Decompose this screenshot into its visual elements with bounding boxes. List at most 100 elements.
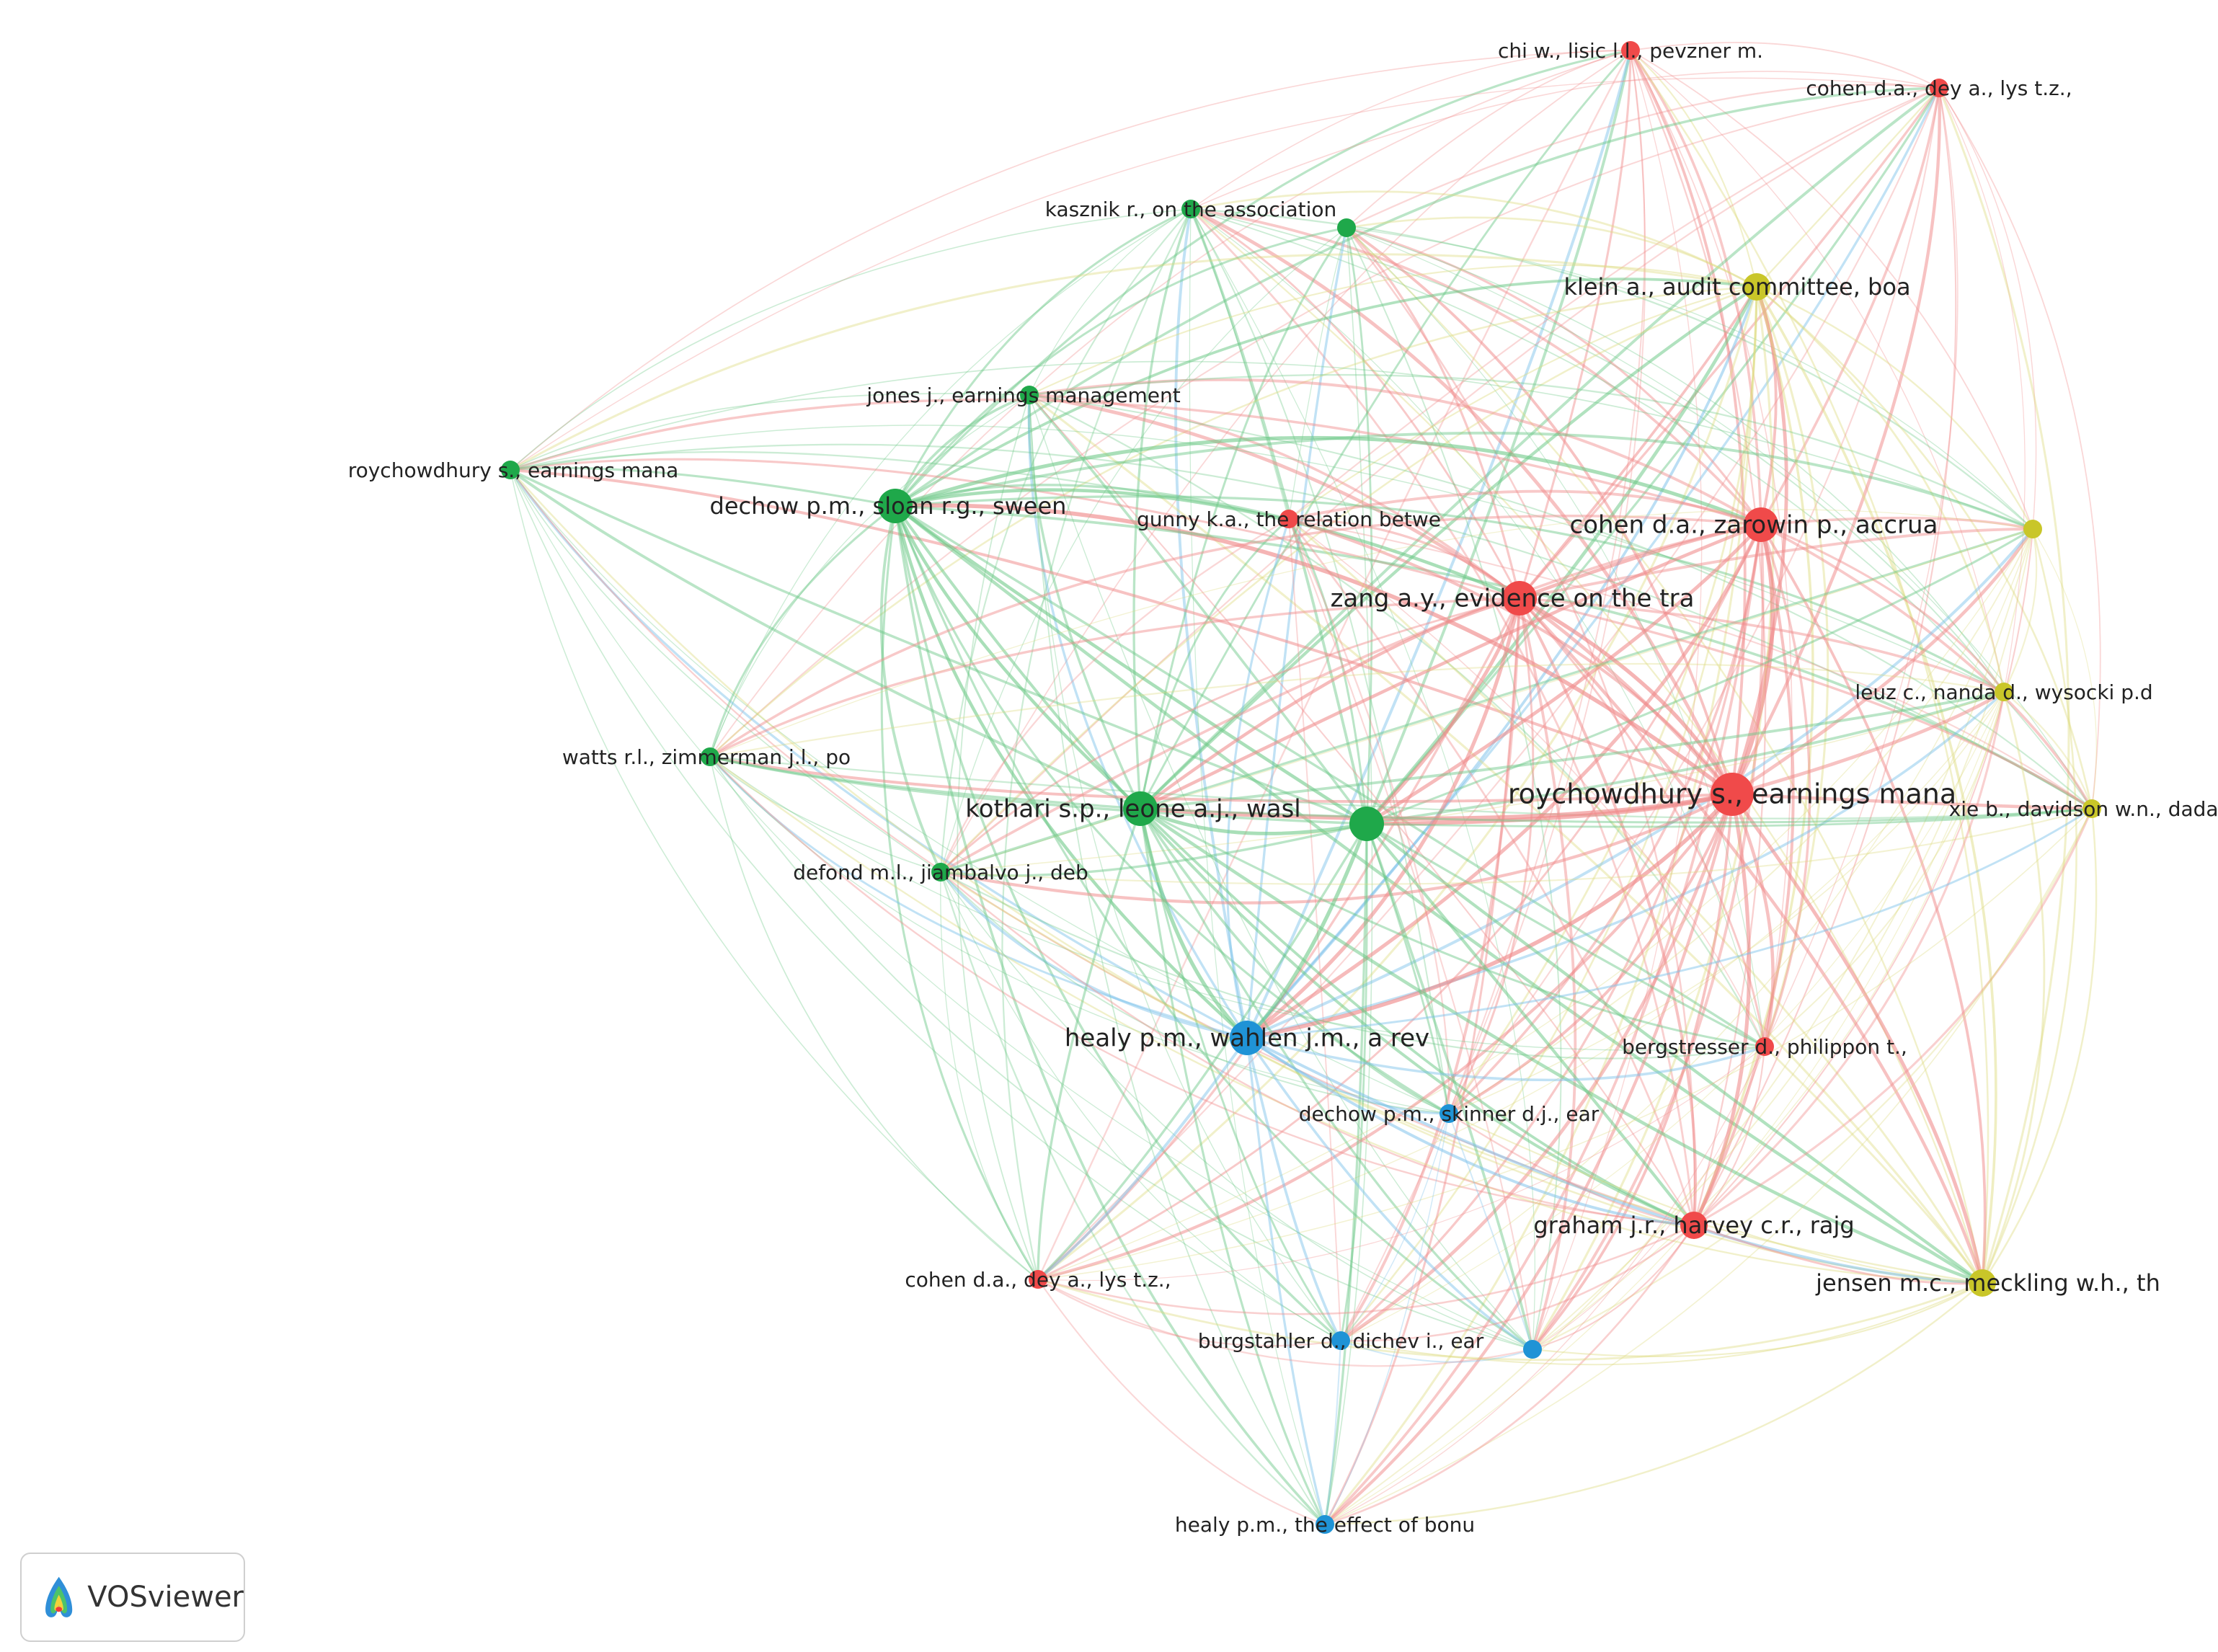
network-link bbox=[1246, 1036, 1983, 1284]
network-link bbox=[1190, 50, 1631, 210]
network-link bbox=[1365, 87, 1940, 825]
network-link bbox=[1630, 50, 1758, 288]
network-link bbox=[1132, 208, 1192, 809]
network-link bbox=[1139, 808, 1534, 1351]
network-link bbox=[1323, 1340, 1342, 1525]
network-node-n18[interactable] bbox=[2082, 799, 2101, 818]
network-link bbox=[1346, 50, 1631, 228]
node-label-n24: cohen d.a., dey a., lys t.z., bbox=[905, 1268, 1171, 1292]
network-node-n27[interactable] bbox=[1523, 1340, 1542, 1359]
network-node-n20[interactable] bbox=[1230, 1021, 1264, 1055]
network-link bbox=[1938, 87, 2037, 530]
app-name: VOSviewer bbox=[87, 1581, 244, 1614]
network-node-n23[interactable] bbox=[1680, 1212, 1708, 1239]
network-link bbox=[1190, 71, 1940, 210]
network-node-n7[interactable] bbox=[501, 461, 520, 479]
network-node-n17[interactable] bbox=[1349, 807, 1384, 841]
network-link bbox=[510, 469, 1533, 1350]
network-link bbox=[1288, 518, 1984, 1284]
network-link bbox=[1190, 208, 1765, 1047]
network-link bbox=[510, 468, 1733, 796]
network-link bbox=[1246, 1036, 1695, 1227]
network-link bbox=[709, 756, 1533, 1350]
network-link bbox=[1037, 598, 1521, 1281]
network-link bbox=[1448, 528, 2033, 1114]
network-node-n8[interactable] bbox=[878, 489, 913, 523]
network-link bbox=[1532, 50, 1703, 1350]
network-link bbox=[1981, 528, 2077, 1284]
network-link bbox=[1346, 227, 2005, 693]
network-node-n10[interactable] bbox=[1744, 507, 1778, 542]
network-link bbox=[1246, 286, 1758, 1039]
network-node-n25[interactable] bbox=[1969, 1269, 1996, 1297]
network-link bbox=[894, 505, 1342, 1342]
network-link bbox=[1189, 208, 1695, 1226]
network-link bbox=[1139, 227, 1348, 809]
network-link bbox=[1037, 1036, 1248, 1281]
network-link bbox=[1323, 286, 1758, 1525]
network-node-n15[interactable] bbox=[1711, 773, 1754, 816]
network-node-n16[interactable] bbox=[1123, 791, 1158, 826]
node-label-n9: gunny k.a., the relation betwe bbox=[1137, 507, 1441, 531]
network-link bbox=[1324, 1113, 1450, 1525]
network-node-n24[interactable] bbox=[1029, 1270, 1047, 1289]
network-node-n22[interactable] bbox=[1440, 1104, 1458, 1123]
network-link bbox=[1037, 1278, 1341, 1347]
network-link bbox=[894, 86, 1940, 507]
vosviewer-badge: VOSviewer bbox=[20, 1553, 245, 1642]
network-link bbox=[1246, 1037, 1342, 1341]
network-node-n6[interactable] bbox=[1020, 386, 1039, 404]
network-node-n21[interactable] bbox=[1755, 1037, 1774, 1056]
network-node-n1[interactable] bbox=[1621, 41, 1640, 60]
network-link bbox=[1764, 87, 1959, 1047]
network-link bbox=[1288, 518, 1341, 1341]
network-link bbox=[709, 285, 1757, 758]
network-link bbox=[1288, 518, 1534, 1350]
network-node-n14[interactable] bbox=[701, 747, 719, 766]
network-link bbox=[1532, 528, 2033, 1350]
network-link bbox=[510, 458, 1520, 600]
network-node-n3[interactable] bbox=[1181, 200, 1200, 218]
network-link bbox=[1532, 1046, 1765, 1350]
network-link bbox=[894, 505, 1450, 1115]
network-link bbox=[1630, 42, 1940, 89]
network-link bbox=[1288, 518, 2093, 809]
network-node-n13[interactable] bbox=[1995, 683, 2013, 701]
network-link bbox=[1531, 794, 1734, 1351]
network-link bbox=[1532, 1282, 1983, 1357]
network-node-n5[interactable] bbox=[1743, 273, 1770, 301]
network-node-n19[interactable] bbox=[931, 863, 950, 881]
network-link bbox=[1246, 1037, 1326, 1525]
network-link bbox=[1037, 1278, 1533, 1367]
network-node-n2[interactable] bbox=[1930, 79, 1948, 97]
network-link bbox=[1731, 690, 2005, 796]
network-node-n9[interactable] bbox=[1279, 510, 1298, 528]
network-link bbox=[1760, 87, 1940, 525]
network-link bbox=[1365, 823, 1534, 1350]
network-node-n4[interactable] bbox=[1337, 218, 1356, 237]
network-link bbox=[1981, 808, 2098, 1284]
node-label-n7: roychowdhury s., earnings mana bbox=[348, 458, 679, 482]
network-link bbox=[1448, 1113, 1983, 1284]
network-link bbox=[1519, 597, 2005, 693]
network-link bbox=[1447, 598, 1535, 1114]
network-link bbox=[1731, 793, 1984, 1284]
network-link bbox=[1190, 190, 1757, 288]
network-node-n11[interactable] bbox=[2023, 520, 2042, 538]
network-link bbox=[1288, 489, 1762, 526]
node-label-n28: healy p.m., the effect of bonu bbox=[1175, 1513, 1475, 1537]
network-link bbox=[1246, 227, 1348, 1039]
network-node-n12[interactable] bbox=[1502, 581, 1537, 616]
network-link bbox=[1324, 528, 2033, 1525]
network-link bbox=[1518, 598, 1766, 1047]
network-link bbox=[1763, 1045, 1984, 1284]
network-link bbox=[894, 505, 1695, 1227]
network-link bbox=[940, 227, 1347, 873]
network-link bbox=[1629, 50, 1767, 1226]
node-label-n8: dechow p.m., sloan r.g., sween bbox=[710, 492, 1067, 520]
network-node-n28[interactable] bbox=[1316, 1515, 1334, 1534]
network-link bbox=[1693, 1046, 1766, 1226]
network-link bbox=[1029, 394, 1984, 1284]
network-node-n26[interactable] bbox=[1331, 1331, 1350, 1350]
network-link bbox=[1037, 691, 2005, 1280]
